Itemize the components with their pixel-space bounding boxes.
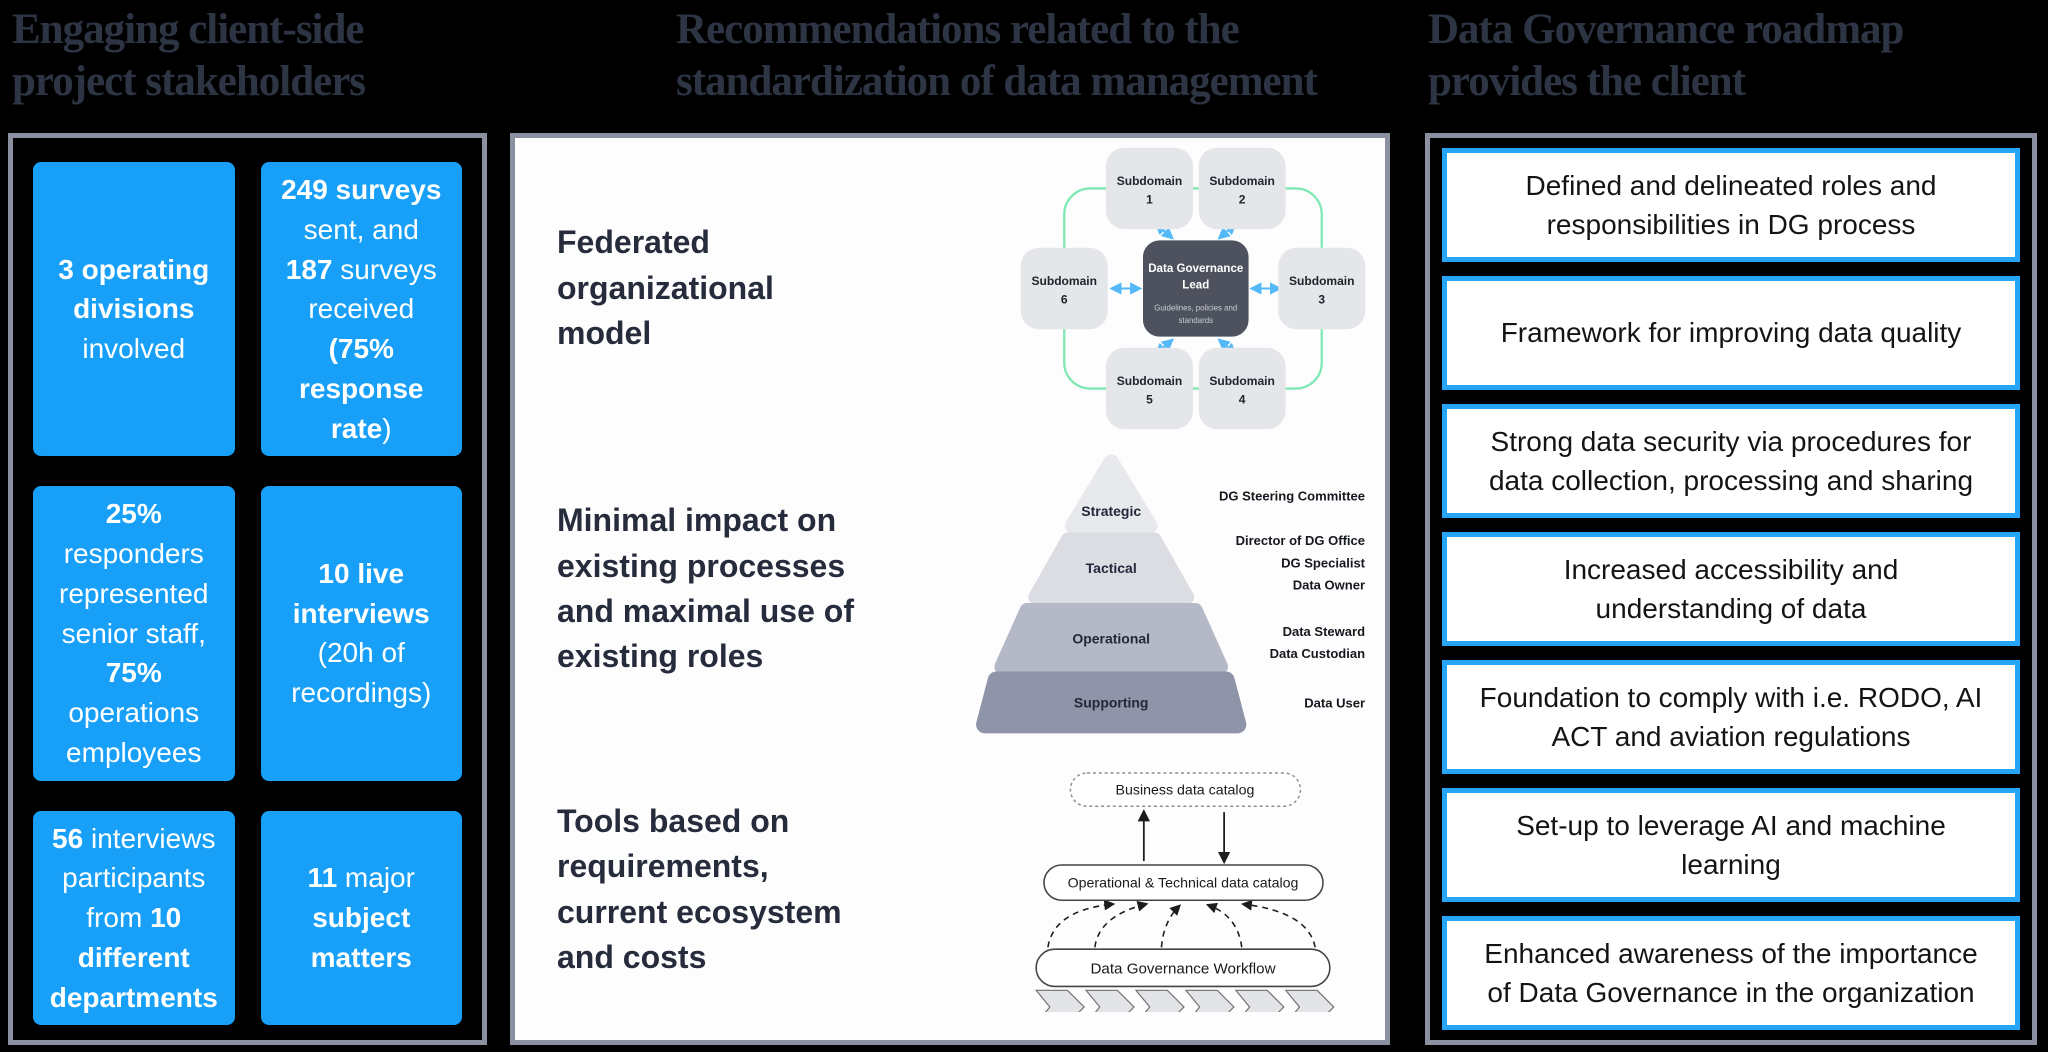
svg-text:3: 3 — [1318, 292, 1325, 306]
tools-heading: Tools based on requirements, current eco… — [557, 802, 842, 976]
benefit-accessibility: Increased accessibility and understandin… — [1442, 532, 2020, 646]
pyramid-role-labels: DG Steering Committee Director of DG Off… — [1219, 488, 1366, 710]
svg-text:Tactical: Tactical — [1086, 560, 1137, 576]
layer-strategic — [1064, 453, 1158, 534]
operational-technical-catalog-node — [1043, 864, 1324, 902]
svg-text:Subdomain: Subdomain — [1031, 274, 1097, 288]
layer-supporting — [976, 671, 1247, 733]
svg-text:Guidelines, policies and: Guidelines, policies and — [1154, 304, 1237, 313]
data-governance-workflow-node — [1035, 948, 1331, 988]
svg-text:Strategic: Strategic — [1081, 503, 1141, 519]
svg-text:Operational: Operational — [1072, 630, 1150, 646]
svg-text:Lead: Lead — [1182, 279, 1209, 291]
middle-title-line2: standardization of data management — [676, 58, 1318, 105]
svg-text:DG Steering Committee: DG Steering Committee — [1219, 488, 1365, 503]
benefit-awareness: Enhanced awareness of the importance of … — [1442, 916, 2020, 1030]
svg-text:2: 2 — [1239, 192, 1246, 206]
recommendations-panel: Federated organizational model — [510, 133, 1390, 1045]
svg-text:6: 6 — [1061, 292, 1068, 306]
stat-text: 10 live interviews (20h of recordings) — [291, 557, 432, 709]
middle-column-title: Recommendations related to the standardi… — [676, 4, 1318, 108]
benefit-data-security: Strong data security via procedures for … — [1442, 404, 2020, 518]
subdomain-5-box — [1105, 347, 1193, 430]
subdomain-1-box — [1105, 147, 1193, 230]
business-data-catalog-label: Business data catalog — [1116, 783, 1255, 799]
svg-text:DG Specialist: DG Specialist — [1281, 555, 1366, 570]
svg-text:Subdomain: Subdomain — [1209, 374, 1275, 388]
section-tools: Tools based on requirements, current eco… — [515, 739, 1385, 1040]
left-title-line1: Engaging client-side — [12, 6, 365, 53]
operational-technical-catalog-label: Operational & Technical data catalog — [1068, 876, 1299, 892]
benefit-ai-ml: Set-up to leverage AI and machine learni… — [1442, 788, 2020, 902]
stat-box-surveys: 249 surveys sent, and 187 surveys receiv… — [260, 162, 462, 457]
svg-text:Data Owner: Data Owner — [1293, 577, 1365, 592]
tools-stack-diagram: Business data catalog Operational & Tech… — [1034, 772, 1335, 1013]
svg-text:standards: standards — [1179, 316, 1214, 325]
svg-text:Director of DG Office: Director of DG Office — [1236, 533, 1365, 548]
svg-text:Supporting: Supporting — [1074, 694, 1149, 710]
stat-box-live-interviews: 10 live interviews (20h of recordings) — [260, 486, 462, 781]
svg-text:Data Custodian: Data Custodian — [1270, 646, 1366, 661]
subdomain-4-box — [1198, 347, 1286, 430]
catalog-sync-arrows — [1137, 809, 1231, 865]
stat-box-operating-divisions: 3 operating divisions involved — [33, 162, 235, 457]
svg-text:Subdomain: Subdomain — [1117, 174, 1183, 188]
stat-text: 56 interviews participants from 10 diffe… — [49, 822, 218, 1013]
roles-pyramid-diagram: Strategic Tactical Operational Supportin… — [976, 453, 1366, 733]
stakeholders-panel: 3 operating divisions involved 249 surve… — [8, 133, 487, 1045]
stat-text: 249 surveys sent, and 187 surveys receiv… — [281, 174, 442, 444]
subdomain-6-box — [1020, 247, 1108, 330]
roadmap-benefits-panel: Defined and delineated roles and respons… — [1425, 133, 2037, 1045]
right-title-line1: Data Governance roadmap — [1428, 6, 1904, 53]
stat-box-subject-matters: 11 major subject matters — [260, 810, 462, 1026]
subdomain-3-box — [1278, 247, 1366, 330]
left-column-title: Engaging client-side project stakeholder… — [12, 4, 366, 108]
federated-heading: Federated organizational model — [557, 224, 774, 352]
workflow-feed-arrows — [1047, 899, 1316, 948]
svg-text:Data Governance: Data Governance — [1148, 263, 1244, 275]
svg-text:Data Steward: Data Steward — [1283, 623, 1366, 638]
svg-text:4: 4 — [1239, 392, 1246, 406]
pyramid-level-labels: Strategic Tactical Operational Supportin… — [1072, 503, 1150, 710]
stat-text: 3 operating divisions involved — [58, 253, 210, 365]
stat-text: 25% responders represented senior staff,… — [59, 498, 209, 768]
federated-model-diagram: Subdomain 1 Subdomain 2 Subdomain 6 Subd… — [1020, 147, 1366, 430]
data-governance-workflow-label: Data Governance Workflow — [1090, 961, 1275, 978]
stat-box-responders: 25% responders represented senior staff,… — [33, 486, 235, 781]
section-roles-pyramid: Minimal impact on existing processes and… — [515, 439, 1385, 740]
section-federated-model: Federated organizational model — [515, 138, 1385, 439]
layer-operational — [994, 602, 1229, 674]
svg-text:Data User: Data User — [1304, 695, 1365, 710]
middle-title-line1: Recommendations related to the — [676, 6, 1240, 53]
center-node-labels: Data Governance Lead Guidelines, policie… — [1148, 263, 1244, 325]
workflow-chevrons — [1034, 989, 1335, 1013]
stat-box-interview-participants: 56 interviews participants from 10 diffe… — [33, 810, 235, 1026]
subdomain-labels: Subdomain 1 Subdomain 2 Subdomain 6 Subd… — [1031, 174, 1354, 407]
right-column-title: Data Governance roadmap provides the cli… — [1428, 4, 1904, 108]
right-title-line2: provides the client — [1428, 58, 1746, 105]
benefit-data-quality: Framework for improving data quality — [1442, 276, 2020, 390]
svg-text:Subdomain: Subdomain — [1289, 274, 1355, 288]
svg-text:Subdomain: Subdomain — [1209, 174, 1275, 188]
subdomain-2-box — [1198, 147, 1286, 230]
svg-text:1: 1 — [1146, 192, 1153, 206]
data-governance-lead-box — [1142, 240, 1249, 337]
benefit-compliance: Foundation to comply with i.e. RODO, AI … — [1442, 660, 2020, 774]
pyramid-heading: Minimal impact on existing processes and… — [557, 502, 854, 675]
subdomain-boxes — [1020, 147, 1366, 430]
benefit-roles-responsibilities: Defined and delineated roles and respons… — [1442, 148, 2020, 262]
stat-text: 11 major subject matters — [307, 862, 415, 973]
pyramid-layers — [976, 453, 1247, 733]
business-data-catalog-node — [1069, 772, 1302, 808]
layer-tactical — [1028, 532, 1195, 604]
svg-text:5: 5 — [1146, 392, 1153, 406]
stat-grid: 3 operating divisions involved 249 surve… — [33, 162, 462, 1026]
svg-text:Subdomain: Subdomain — [1117, 374, 1183, 388]
left-title-line2: project stakeholders — [12, 58, 366, 105]
